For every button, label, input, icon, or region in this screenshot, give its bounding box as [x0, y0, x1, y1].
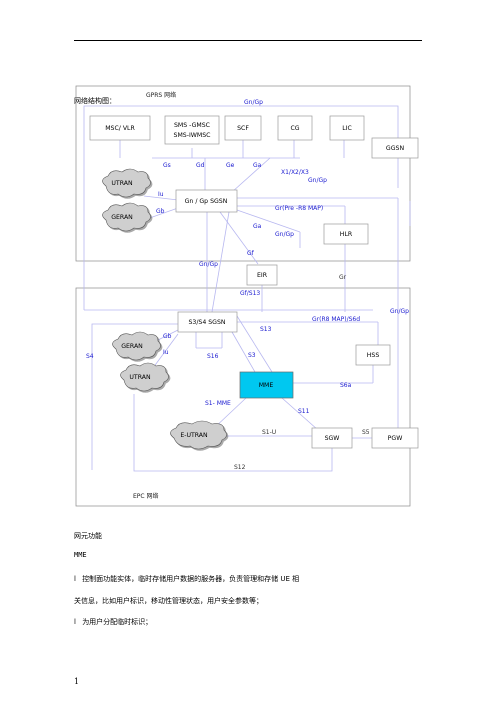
msc-vlr-label: MSC/ VLR [105, 125, 135, 132]
ggsn-label: GGSN [386, 145, 405, 152]
s11-label: S11 [298, 408, 310, 415]
bullet-text-1-cont: 关信息，比如用户标识，移动性管理状态，用户安全参数等； [74, 597, 263, 605]
epc-region [75, 287, 411, 507]
gb-bottom-label: Gb [163, 333, 172, 340]
sgw-label: SGW [325, 435, 340, 442]
mme-node [239, 371, 294, 399]
s13-link [236, 315, 273, 373]
s16-label: S16 [207, 353, 219, 360]
gn-gp-mid-label: Gn/Gp [275, 231, 294, 238]
sgw-node [311, 427, 353, 449]
gr-pre-label: Gr(Pre -R8 MAP) [275, 205, 323, 212]
e-utran-label: E-UTRAN [180, 432, 208, 439]
hss-node [355, 344, 391, 366]
page-number: 1 [74, 677, 80, 686]
utran-top-cloud [102, 168, 151, 198]
gr-r8-label: Gr(R8 MAP)/S6d [312, 316, 360, 323]
gprs-region [75, 85, 411, 262]
gn-gp-right-label: Gn/Gp [308, 177, 327, 184]
ga-mid-label: Ga [253, 223, 262, 230]
bullet-text-1: 控制面功能实体，临时存储用户数据的服务器，负责管理和存储 UE 相 [82, 575, 300, 583]
hlr-label: HLR [340, 231, 353, 238]
ge-label: Ge [226, 162, 235, 169]
s3s4-sgsn-node [177, 311, 238, 333]
eir-node [246, 264, 278, 286]
scf-label: SCF [237, 125, 249, 132]
sms-gmsc-node [164, 115, 220, 145]
iu-bottom-label: Iu [163, 349, 169, 356]
s4-label: S4 [86, 353, 94, 360]
function-heading: 网元功能 [74, 532, 102, 540]
hlr-node [323, 223, 369, 245]
msc-vlr-node [89, 115, 151, 141]
s12-link [133, 394, 333, 472]
gr-label: Gr [339, 274, 347, 281]
ggsn-node [371, 137, 419, 159]
s1-u-label: S1-U [262, 429, 276, 436]
section-title: 网络结构图： [74, 97, 116, 105]
s12-label: S12 [234, 464, 246, 471]
s11-link [281, 397, 319, 431]
s3s4-sgsn-label: S3/S4 SGSN [188, 319, 225, 326]
s13-label: S13 [260, 326, 272, 333]
gn-gp-far-right-label: Gn/Gp [390, 308, 409, 315]
lic-node [329, 115, 365, 141]
geran-top-cloud [102, 202, 151, 232]
sms-gmsc-label: SMS -GMSC [174, 122, 210, 129]
mme-heading: MME [74, 551, 87, 559]
gn-gp-top-label: Gn/Gp [244, 99, 263, 106]
bullet-marker: l [74, 618, 76, 626]
utran-bottom-cloud [120, 362, 169, 392]
e-utran-cloud [170, 420, 227, 450]
gn-gp-sgsn-label: Gn / Gp SGSN [185, 198, 228, 205]
gn-gp-sgsn-node [175, 189, 238, 213]
bullet-item-2: l 为用户分配临时标识； [74, 617, 152, 627]
gb-top-label: Gb [156, 208, 165, 215]
gf-s13-label: Gf/S13 [240, 290, 260, 297]
link-lines [83, 105, 411, 472]
eir-label: EIR [257, 272, 268, 279]
epc-region-label: EPC 网络 [133, 492, 159, 500]
utran-top-label: UTRAN [111, 180, 133, 187]
s5-label: S5 [362, 429, 370, 436]
gd-label: Gd [196, 162, 205, 169]
s3-label: S3 [248, 352, 256, 359]
lic-label: LIC [342, 125, 352, 132]
x1x2x3-label: X1/X2/X3 [281, 169, 309, 176]
sms-iwmsc-label: SMS-IWMSC [174, 132, 211, 139]
s4-link [91, 323, 178, 470]
iu-top-label: Iu [158, 191, 164, 198]
s6a-label: S6a [340, 382, 352, 389]
bullet-marker: l [74, 575, 76, 583]
bullet-text-2: 为用户分配临时标识； [82, 618, 153, 626]
cg-node [277, 115, 313, 141]
pgw-label: PGW [388, 435, 403, 442]
bullet-item-1: l 控制面功能实体，临时存储用户数据的服务器，负责管理和存储 UE 相 [74, 574, 299, 584]
gf-label: Gf [247, 250, 255, 257]
pgw-node [371, 427, 419, 449]
utran-bottom-label: UTRAN [129, 374, 151, 381]
gprs-region-label: GPRS 网络 [146, 91, 176, 99]
geran-bottom-label: GERAN [121, 343, 143, 350]
hss-label: HSS [367, 352, 380, 359]
cg-label: CG [290, 125, 299, 132]
s3-link [231, 331, 256, 373]
mme-label: MME [259, 382, 274, 389]
s1-mme-label: S1- MME [205, 400, 231, 407]
geran-bottom-cloud [112, 331, 161, 361]
header-rule [74, 40, 422, 41]
geran-top-label: GERAN [111, 214, 133, 221]
ga-top-label: Ga [253, 162, 262, 169]
gn-gp-top-link [83, 105, 399, 310]
scf-node [224, 115, 262, 141]
gs-label: Gs [163, 162, 171, 169]
gn-gp-left-label: Gn/Gp [199, 261, 218, 268]
